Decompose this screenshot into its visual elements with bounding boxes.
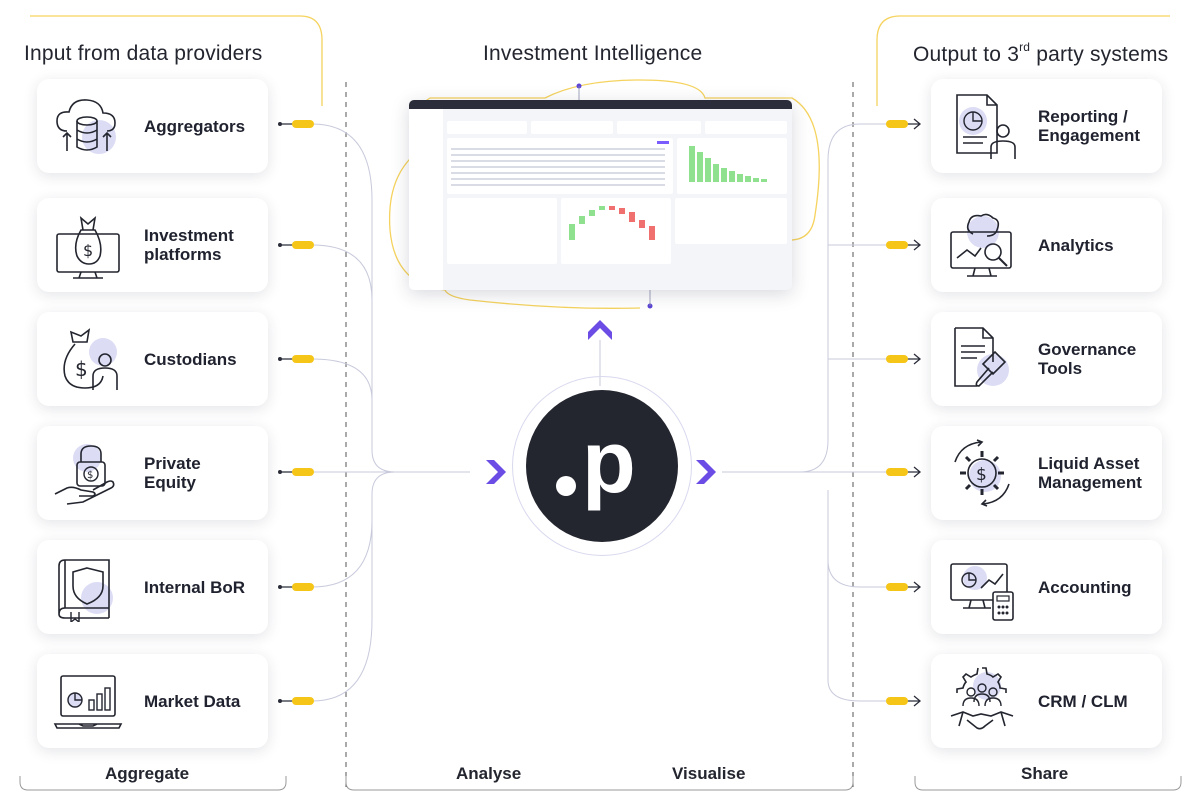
book-shield-icon	[58, 559, 113, 622]
input-label-internal-bor: Internal BoR	[144, 577, 246, 597]
output-heading-post: party systems	[1030, 43, 1169, 66]
input-heading: Input from data providers	[24, 42, 263, 65]
output-card-crm[interactable]: CRM / CLM	[931, 654, 1162, 748]
dashboard-cash-panel	[675, 198, 787, 244]
input-card-market-data[interactable]: Market Data	[37, 654, 268, 748]
dashboard-table-rows	[451, 141, 669, 186]
input-card-aggregators[interactable]: Aggregators	[37, 79, 268, 173]
laptop-chart-icon	[53, 675, 123, 729]
output-card-governance[interactable]: Governance Tools	[931, 312, 1162, 406]
input-label-custodians: Custodians	[144, 349, 237, 369]
dashboard-table-panel	[447, 138, 673, 194]
dashboard-screenshot	[409, 100, 792, 290]
cloud-database-icon	[56, 99, 116, 154]
dashboard-mini-bars	[689, 146, 767, 182]
output-label-governance: Governance Tools	[1038, 340, 1137, 378]
svg-text:$: $	[976, 465, 987, 485]
input-card-custodians[interactable]: $ Custodians	[37, 312, 268, 406]
logo-ring	[512, 376, 692, 556]
output-label-accounting: Accounting	[1038, 577, 1132, 597]
document-gavel-icon	[954, 327, 1009, 387]
dashboard-waterfall-panel	[561, 198, 671, 264]
output-card-analytics[interactable]: Analytics	[931, 198, 1162, 292]
svg-text:$: $	[87, 470, 93, 481]
visualise-label: Visualise	[672, 764, 746, 783]
logo-letter: p	[582, 412, 636, 511]
svg-text:$: $	[75, 357, 88, 381]
logo-dot	[556, 476, 576, 496]
investment-intelligence-heading: Investment Intelligence	[483, 42, 703, 65]
share-label: Share	[1021, 764, 1069, 783]
input-card-private-equity[interactable]: $ Private Equity	[37, 426, 268, 520]
input-label-market-data: Market Data	[144, 691, 241, 711]
report-person-icon	[956, 94, 1016, 159]
output-label-analytics: Analytics	[1038, 235, 1114, 255]
aggregate-label: Aggregate	[105, 764, 190, 783]
input-label-investment-platforms: Investment platforms	[144, 226, 234, 264]
output-label-crm: CRM / CLM	[1038, 691, 1128, 711]
hand-padlock-icon: $	[54, 444, 115, 505]
dot-p-logo-icon: p	[526, 390, 678, 542]
brain-analytics-icon	[950, 213, 1012, 277]
dashboard-valuation-panel	[447, 198, 557, 264]
dashboard-kpi-1	[447, 121, 527, 134]
output-card-liquid-asset[interactable]: $ Liquid Asset Management	[931, 426, 1162, 520]
dashboard-topbar	[409, 100, 792, 109]
gear-dollar-icon: $	[954, 439, 1010, 507]
monitor-money-bag-icon: $	[56, 215, 120, 279]
dashboard-sidebar	[409, 109, 443, 290]
input-label-aggregators: Aggregators	[144, 116, 246, 136]
team-handshake-icon	[950, 667, 1014, 730]
dashboard-bar-chart-panel	[677, 138, 787, 194]
dashboard-waterfall-chart	[569, 206, 655, 240]
input-card-investment-platforms[interactable]: $ Investment platforms	[37, 198, 268, 292]
output-heading: Output to 3rd party systems	[913, 40, 1169, 67]
monitor-calculator-icon	[950, 563, 1014, 621]
input-label-private-equity: Private Equity	[144, 454, 201, 492]
output-card-accounting[interactable]: Accounting	[931, 540, 1162, 634]
output-label-reporting: Reporting / Engagement	[1038, 107, 1141, 145]
dashboard-kpi-2	[531, 121, 613, 134]
dashboard-kpi-3	[617, 121, 701, 134]
analyse-label: Analyse	[456, 764, 522, 783]
money-bag-person-icon: $	[63, 328, 118, 390]
output-heading-pre: Output to 3	[913, 43, 1020, 66]
dashboard-kpi-4	[705, 121, 787, 134]
output-heading-sup: rd	[1019, 40, 1031, 54]
output-card-reporting[interactable]: Reporting / Engagement	[931, 79, 1162, 173]
input-card-internal-bor[interactable]: Internal BoR	[37, 540, 268, 634]
output-label-liquid-asset: Liquid Asset Management	[1038, 454, 1142, 492]
svg-text:$: $	[83, 241, 93, 260]
